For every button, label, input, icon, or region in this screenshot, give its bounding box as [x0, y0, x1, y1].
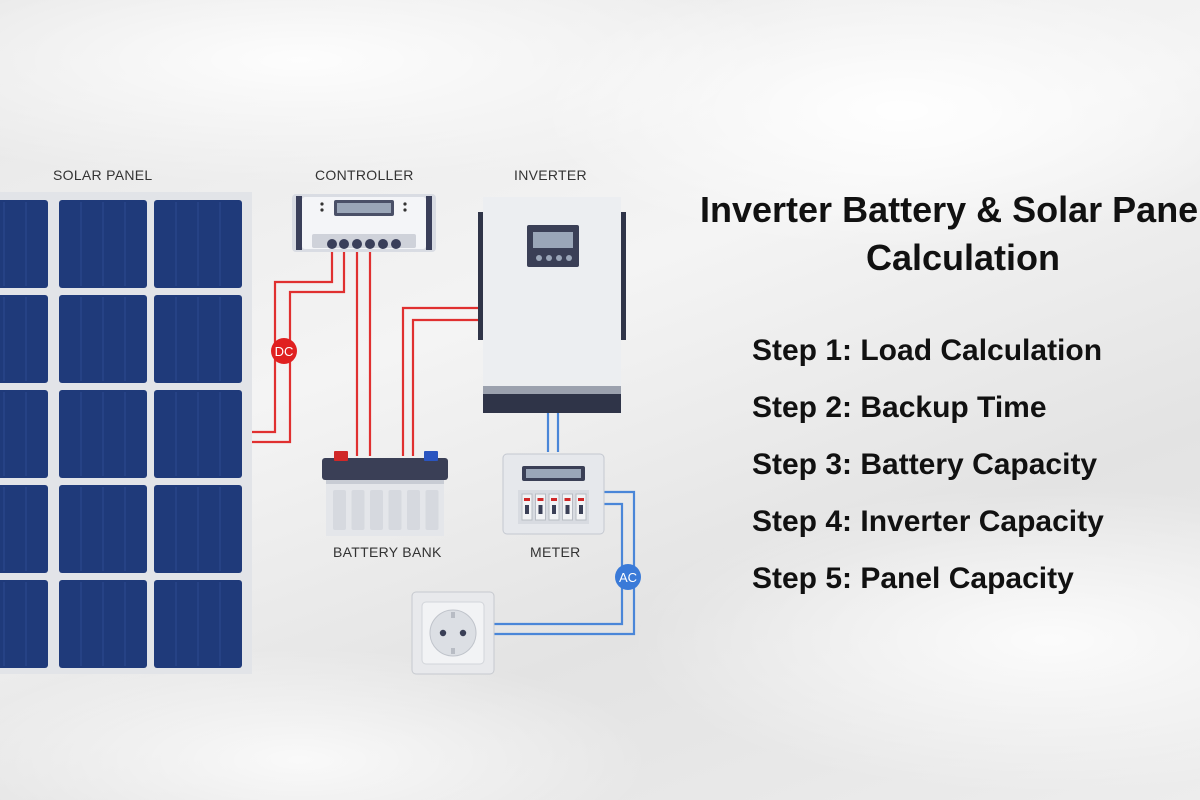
battery-ridge [370, 490, 383, 530]
breaker-indicator [524, 498, 530, 501]
page-title: Inverter Battery & Solar Panel Calculati… [700, 186, 1200, 282]
step-item: Step 5: Panel Capacity [752, 562, 1074, 595]
ac-badge-label: AC [619, 570, 637, 585]
meter-device [502, 453, 605, 535]
breaker-switch [552, 505, 556, 514]
battery-ridge [388, 490, 402, 530]
battery-ridge [425, 490, 439, 530]
inverter-device [478, 197, 626, 413]
step-item: Step 2: Backup Time [752, 391, 1047, 424]
breaker-switch [538, 505, 543, 514]
solar-panel-label: SOLAR PANEL [53, 167, 153, 183]
breaker-switch [525, 505, 529, 514]
controller-device [292, 194, 436, 252]
breaker-indicator [551, 498, 557, 501]
breaker-indicator [578, 498, 584, 501]
breaker-indicator [537, 498, 544, 501]
solar-cell [0, 390, 48, 478]
title-line-2: Calculation [866, 237, 1061, 278]
ac-wires [494, 412, 636, 636]
breaker-indicator [564, 498, 571, 501]
wall-outlet [411, 591, 495, 675]
battery-bank-device [322, 451, 448, 536]
breaker-switch [565, 505, 570, 514]
inverter-label: INVERTER [514, 167, 587, 183]
battery-bank-label: BATTERY BANK [333, 544, 442, 560]
step-item: Step 1: Load Calculation [752, 334, 1103, 367]
breaker-switch [579, 505, 583, 514]
step-item: Step 3: Battery Capacity [752, 448, 1098, 481]
dc-badge: DC [271, 338, 297, 364]
solar-cell [0, 580, 48, 668]
battery-ridge [351, 490, 365, 530]
ac-badge: AC [615, 564, 641, 590]
solar-cell [0, 295, 48, 383]
meter-label: METER [530, 544, 581, 560]
title-line-1: Inverter Battery & Solar Panel [700, 189, 1200, 230]
step-item: Step 4: Inverter Capacity [752, 505, 1104, 538]
dc-wires [252, 252, 483, 456]
battery-ridge [333, 490, 346, 530]
battery-ridge [407, 490, 420, 530]
steps-list: Step 1: Load Calculation Step 2: Backup … [752, 330, 1104, 615]
dc-badge-label: DC [275, 344, 294, 359]
solar-cell [0, 485, 48, 573]
solar-panel [0, 192, 252, 674]
solar-cell [0, 200, 48, 288]
controller-label: CONTROLLER [315, 167, 414, 183]
